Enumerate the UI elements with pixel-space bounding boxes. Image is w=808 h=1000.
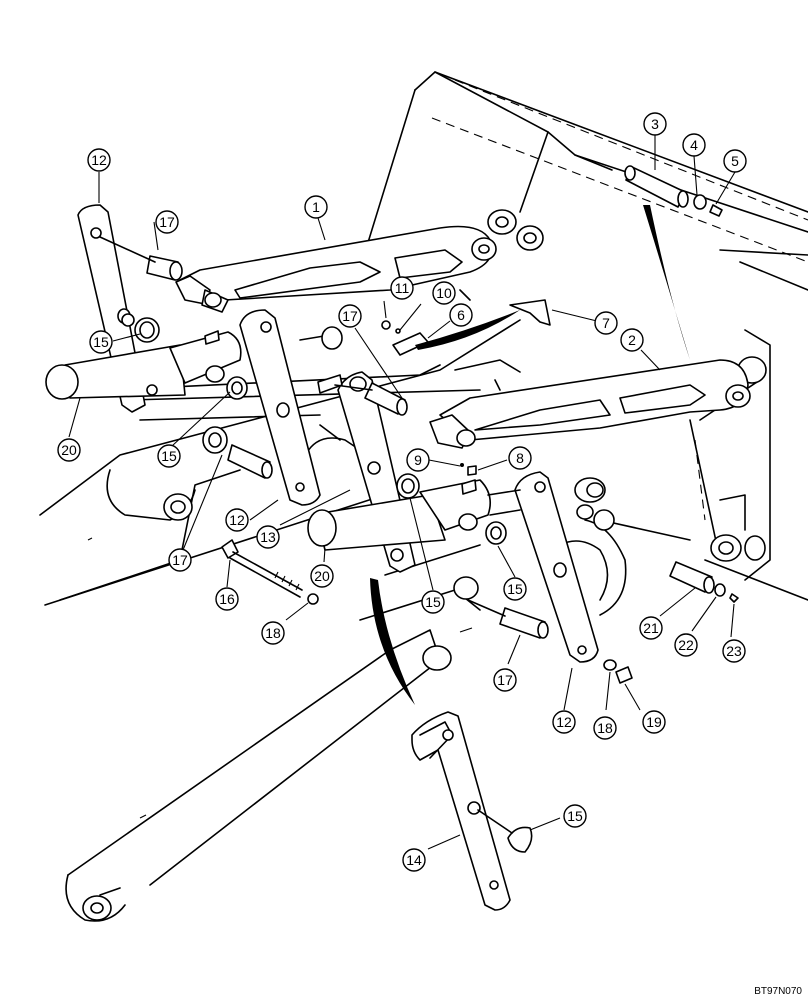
callout-12-center-label: 12 xyxy=(229,512,245,528)
callout-10: 10 xyxy=(432,281,456,305)
callout-17-lower-left: 17 xyxy=(168,548,192,572)
callout-6: 6 xyxy=(449,303,473,327)
callout-18-right: 18 xyxy=(593,716,617,740)
callout-20-center-label: 20 xyxy=(314,568,330,584)
callout-9: 9 xyxy=(406,448,430,472)
callout-20-left-label: 20 xyxy=(61,442,77,458)
callout-3-label: 3 xyxy=(651,116,659,132)
callout-21-label: 21 xyxy=(643,620,659,636)
callout-14: 14 xyxy=(402,848,426,872)
callout-15-left-label: 15 xyxy=(93,334,109,350)
callout-18-left-label: 18 xyxy=(265,625,281,641)
callout-10-label: 10 xyxy=(436,285,452,301)
callout-15-center-label: 15 xyxy=(425,594,441,610)
callout-9-label: 9 xyxy=(414,452,422,468)
callout-15-left: 15 xyxy=(89,330,113,354)
callout-1: 1 xyxy=(304,195,328,219)
callout-23: 23 xyxy=(722,639,746,663)
callout-15-center-left-label: 15 xyxy=(161,448,177,464)
callout-3: 3 xyxy=(643,112,667,136)
callout-2-label: 2 xyxy=(628,332,636,348)
callout-1-label: 1 xyxy=(312,199,320,215)
pin-3-ring-4-fitting-5 xyxy=(624,165,723,217)
callout-18-right-label: 18 xyxy=(597,720,613,736)
callout-11-label: 11 xyxy=(395,280,410,296)
callout-17-top-left: 17 xyxy=(155,210,179,234)
callout-6-label: 6 xyxy=(457,307,465,323)
callout-17-lower: 17 xyxy=(493,668,517,692)
cylinder-20-left xyxy=(45,330,242,400)
callout-15-right: 15 xyxy=(503,577,527,601)
callout-15-lower: 15 xyxy=(563,804,587,828)
callout-5-label: 5 xyxy=(731,153,739,169)
callout-15-lower-label: 15 xyxy=(567,808,583,824)
callout-20-left: 20 xyxy=(57,438,81,462)
callout-23-label: 23 xyxy=(726,643,742,659)
callout-17-lower-label: 17 xyxy=(497,672,513,688)
callout-11: 11 xyxy=(390,276,414,300)
callout-17-lower-left-label: 17 xyxy=(172,552,188,568)
figure-code: BT97N070 xyxy=(754,986,802,997)
callout-4: 4 xyxy=(682,133,706,157)
callout-13-label: 13 xyxy=(260,529,276,545)
linkage-arm-1 xyxy=(175,225,497,313)
callout-16: 16 xyxy=(215,587,239,611)
sweep-arrows xyxy=(370,205,690,705)
callout-2: 2 xyxy=(620,328,644,352)
callout-17-top-left-label: 17 xyxy=(159,214,175,230)
callout-22-label: 22 xyxy=(678,637,694,653)
bolt-16-washer-18-nut-19 xyxy=(221,539,633,684)
bucket-outline xyxy=(361,71,808,601)
callout-4-label: 4 xyxy=(690,137,698,153)
link-plate-12-center xyxy=(239,309,321,506)
callout-5: 5 xyxy=(723,149,747,173)
pins-and-bushings xyxy=(99,236,739,853)
callout-8-label: 8 xyxy=(516,450,524,466)
callout-20-center: 20 xyxy=(310,564,334,588)
callout-7: 7 xyxy=(594,311,618,335)
callout-13: 13 xyxy=(256,525,280,549)
callout-8: 8 xyxy=(508,446,532,470)
callout-17-center-label: 17 xyxy=(342,308,358,324)
callout-18-left: 18 xyxy=(261,621,285,645)
callout-12-top-left: 12 xyxy=(87,148,111,172)
callout-12-right: 12 xyxy=(552,710,576,734)
linkage-arm-2 xyxy=(429,359,751,449)
leader-lines xyxy=(68,135,736,850)
callout-17-center: 17 xyxy=(338,304,362,328)
callout-12-top-left-label: 12 xyxy=(91,152,107,168)
callout-12-right-label: 12 xyxy=(556,714,572,730)
callout-19-label: 19 xyxy=(646,714,662,730)
small-parts-6-11 xyxy=(381,299,551,476)
callout-15-center-left: 15 xyxy=(157,444,181,468)
callout-21: 21 xyxy=(639,616,663,640)
link-plate-12-right xyxy=(514,471,599,663)
callout-15-center: 15 xyxy=(421,590,445,614)
callout-16-label: 16 xyxy=(219,591,235,607)
callout-7-label: 7 xyxy=(602,315,610,331)
callout-14-label: 14 xyxy=(406,852,422,868)
callout-22: 22 xyxy=(674,633,698,657)
callout-15-right-label: 15 xyxy=(507,581,523,597)
callout-12-center: 12 xyxy=(225,508,249,532)
link-plate-14 xyxy=(411,711,511,911)
callout-19: 19 xyxy=(642,710,666,734)
